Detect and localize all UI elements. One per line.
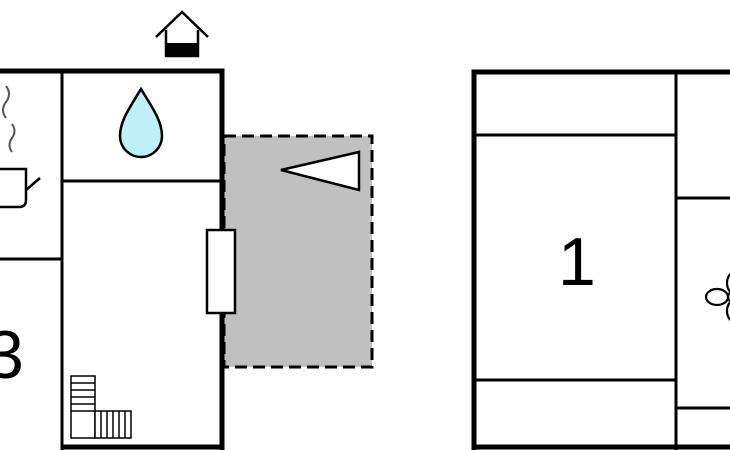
left-building-walls: [0, 68, 225, 450]
house-entrance-icon: [155, 10, 209, 58]
water-drop-icon: [118, 86, 164, 159]
room-label-1: 1: [558, 224, 596, 300]
cooking-pot-icon: [2, 85, 16, 153]
pot-body: [0, 167, 41, 209]
right-building-walls: [471, 69, 730, 450]
wall-opening: [205, 228, 237, 315]
staircase-icon: [70, 375, 132, 439]
room-label-3: 3: [0, 317, 24, 393]
fan-icon: [704, 272, 730, 322]
triangle-pennant-icon: [280, 150, 361, 192]
